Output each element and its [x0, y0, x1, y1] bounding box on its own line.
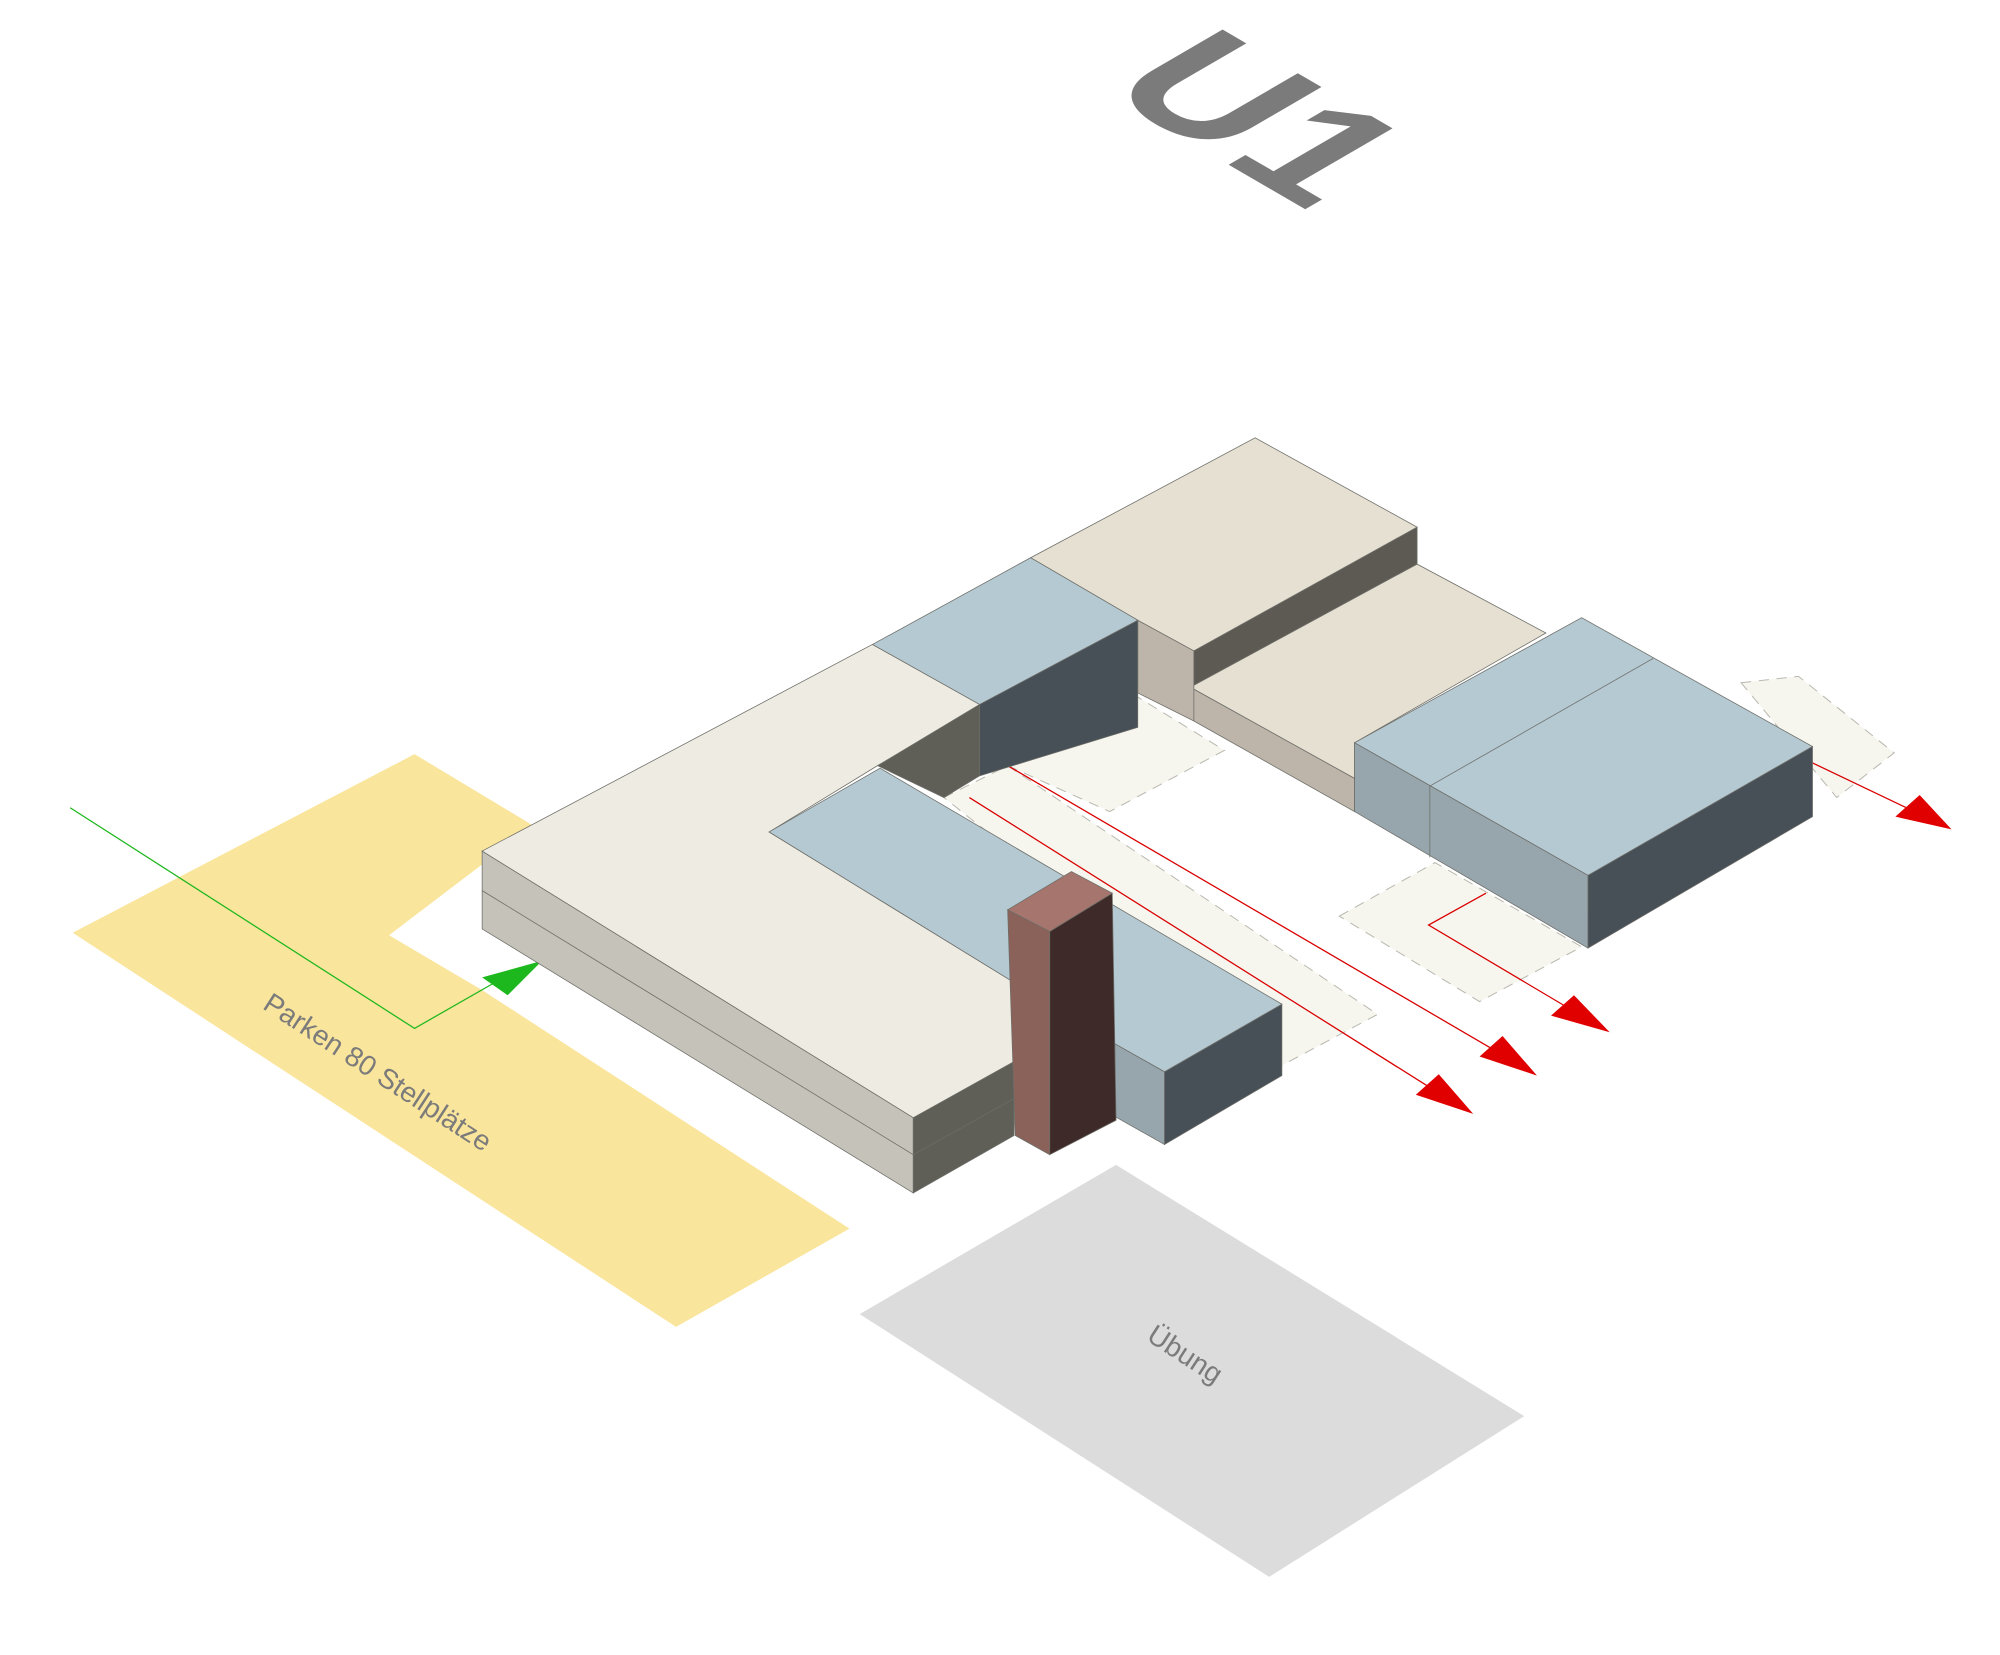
building-main-slab — [481, 644, 1015, 1194]
exercise-area — [859, 1164, 1525, 1577]
parking-grid — [1338, 861, 1583, 1003]
exit-arrow-icon — [1479, 1036, 1537, 1076]
entry-arrow-icon — [482, 960, 543, 996]
parking-grid — [1740, 675, 1895, 799]
parking-area — [72, 754, 850, 1327]
exit-arrows — [969, 758, 1952, 1114]
entry-path — [69, 807, 505, 1030]
diagram-title: U1 — [1064, 4, 1458, 233]
parking-grids — [942, 675, 1895, 1066]
exit-arrow-icon — [1895, 794, 1952, 830]
building-north — [1029, 437, 1418, 722]
tower — [1006, 871, 1117, 1156]
exit-arrow-icon — [1415, 1074, 1474, 1114]
exit-arrow-icon — [1551, 995, 1610, 1033]
building-north-wing — [871, 557, 1139, 777]
building-east — [1353, 617, 1814, 949]
